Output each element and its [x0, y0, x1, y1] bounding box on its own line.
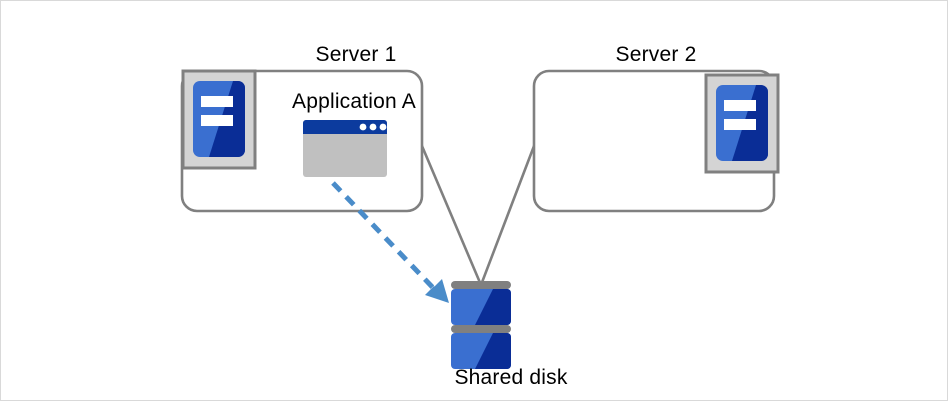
application-window-icon — [303, 120, 387, 177]
disk-stack-icon — [451, 281, 511, 369]
shared-disk-label: Shared disk — [454, 366, 568, 389]
connector-server2-to-disk — [479, 144, 536, 287]
server-icon — [704, 73, 780, 174]
server1-title: Server 1 — [315, 43, 397, 66]
server2-title: Server 2 — [615, 43, 697, 66]
connector-server1-to-disk — [420, 144, 483, 287]
server-icon — [181, 69, 257, 170]
application-a-label: Application A — [291, 90, 417, 113]
dashed-arrow-app-to-disk — [331, 181, 449, 303]
